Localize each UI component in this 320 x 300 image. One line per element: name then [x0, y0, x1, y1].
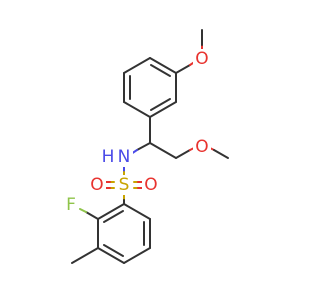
- bond: [150, 64, 171, 77]
- oxygen-atom-sulfonyl-right: O: [144, 175, 157, 195]
- bond: [79, 208, 87, 213]
- bond: [175, 149, 191, 159]
- fluoro-methylphenyl-ring: [97, 203, 151, 264]
- oxygen-atom-ether: O: [195, 137, 208, 157]
- bond: [213, 149, 229, 159]
- bond: [149, 57, 177, 74]
- atom-labels: O O N H S O O F: [63, 49, 211, 215]
- bond: [123, 101, 151, 118]
- oxygen-atom-methoxy: O: [195, 49, 208, 69]
- bond: [136, 142, 151, 151]
- bond: [97, 247, 125, 264]
- bond: [123, 247, 151, 264]
- methoxyphenyl-ring: [123, 57, 177, 118]
- hydrogen-atom: H: [102, 147, 115, 167]
- molecule-structure: O O N H S O O F: [63, 29, 229, 264]
- bond: [149, 142, 177, 159]
- bond: [175, 64, 191, 74]
- bond: [103, 244, 124, 257]
- fluorine-atom: F: [66, 195, 76, 215]
- bond: [150, 98, 171, 111]
- side-chain: [130, 116, 229, 159]
- sulfur-atom: S: [119, 175, 130, 195]
- bond: [97, 203, 125, 220]
- bond: [123, 57, 151, 74]
- bond: [85, 211, 99, 220]
- bond: [71, 247, 99, 264]
- bond: [123, 203, 151, 220]
- oxygen-atom-sulfonyl-left: O: [90, 175, 103, 195]
- substituents-bottom: [71, 208, 99, 264]
- bond: [103, 210, 124, 223]
- nitrogen-atom: N: [118, 147, 131, 167]
- bond: [149, 101, 177, 118]
